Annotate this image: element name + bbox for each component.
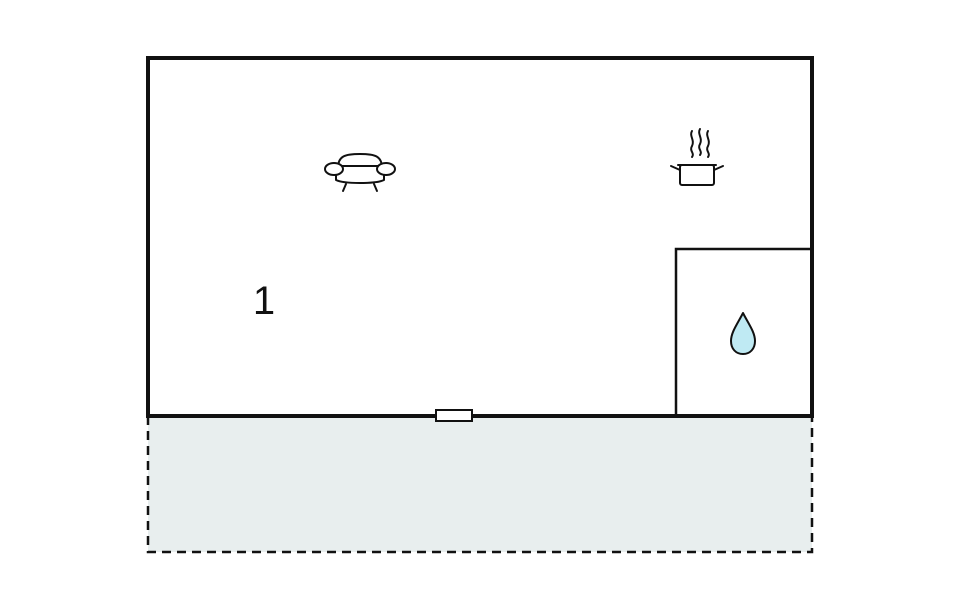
main-room-wall (146, 56, 814, 418)
water-drop-icon (730, 312, 756, 355)
cooking-pot-icon (670, 128, 724, 186)
room-number-label: 1 (253, 279, 275, 323)
terrace-area (146, 416, 814, 554)
entrance-door (435, 409, 473, 422)
bathroom-wall (674, 247, 810, 416)
sofa-icon (324, 153, 396, 192)
